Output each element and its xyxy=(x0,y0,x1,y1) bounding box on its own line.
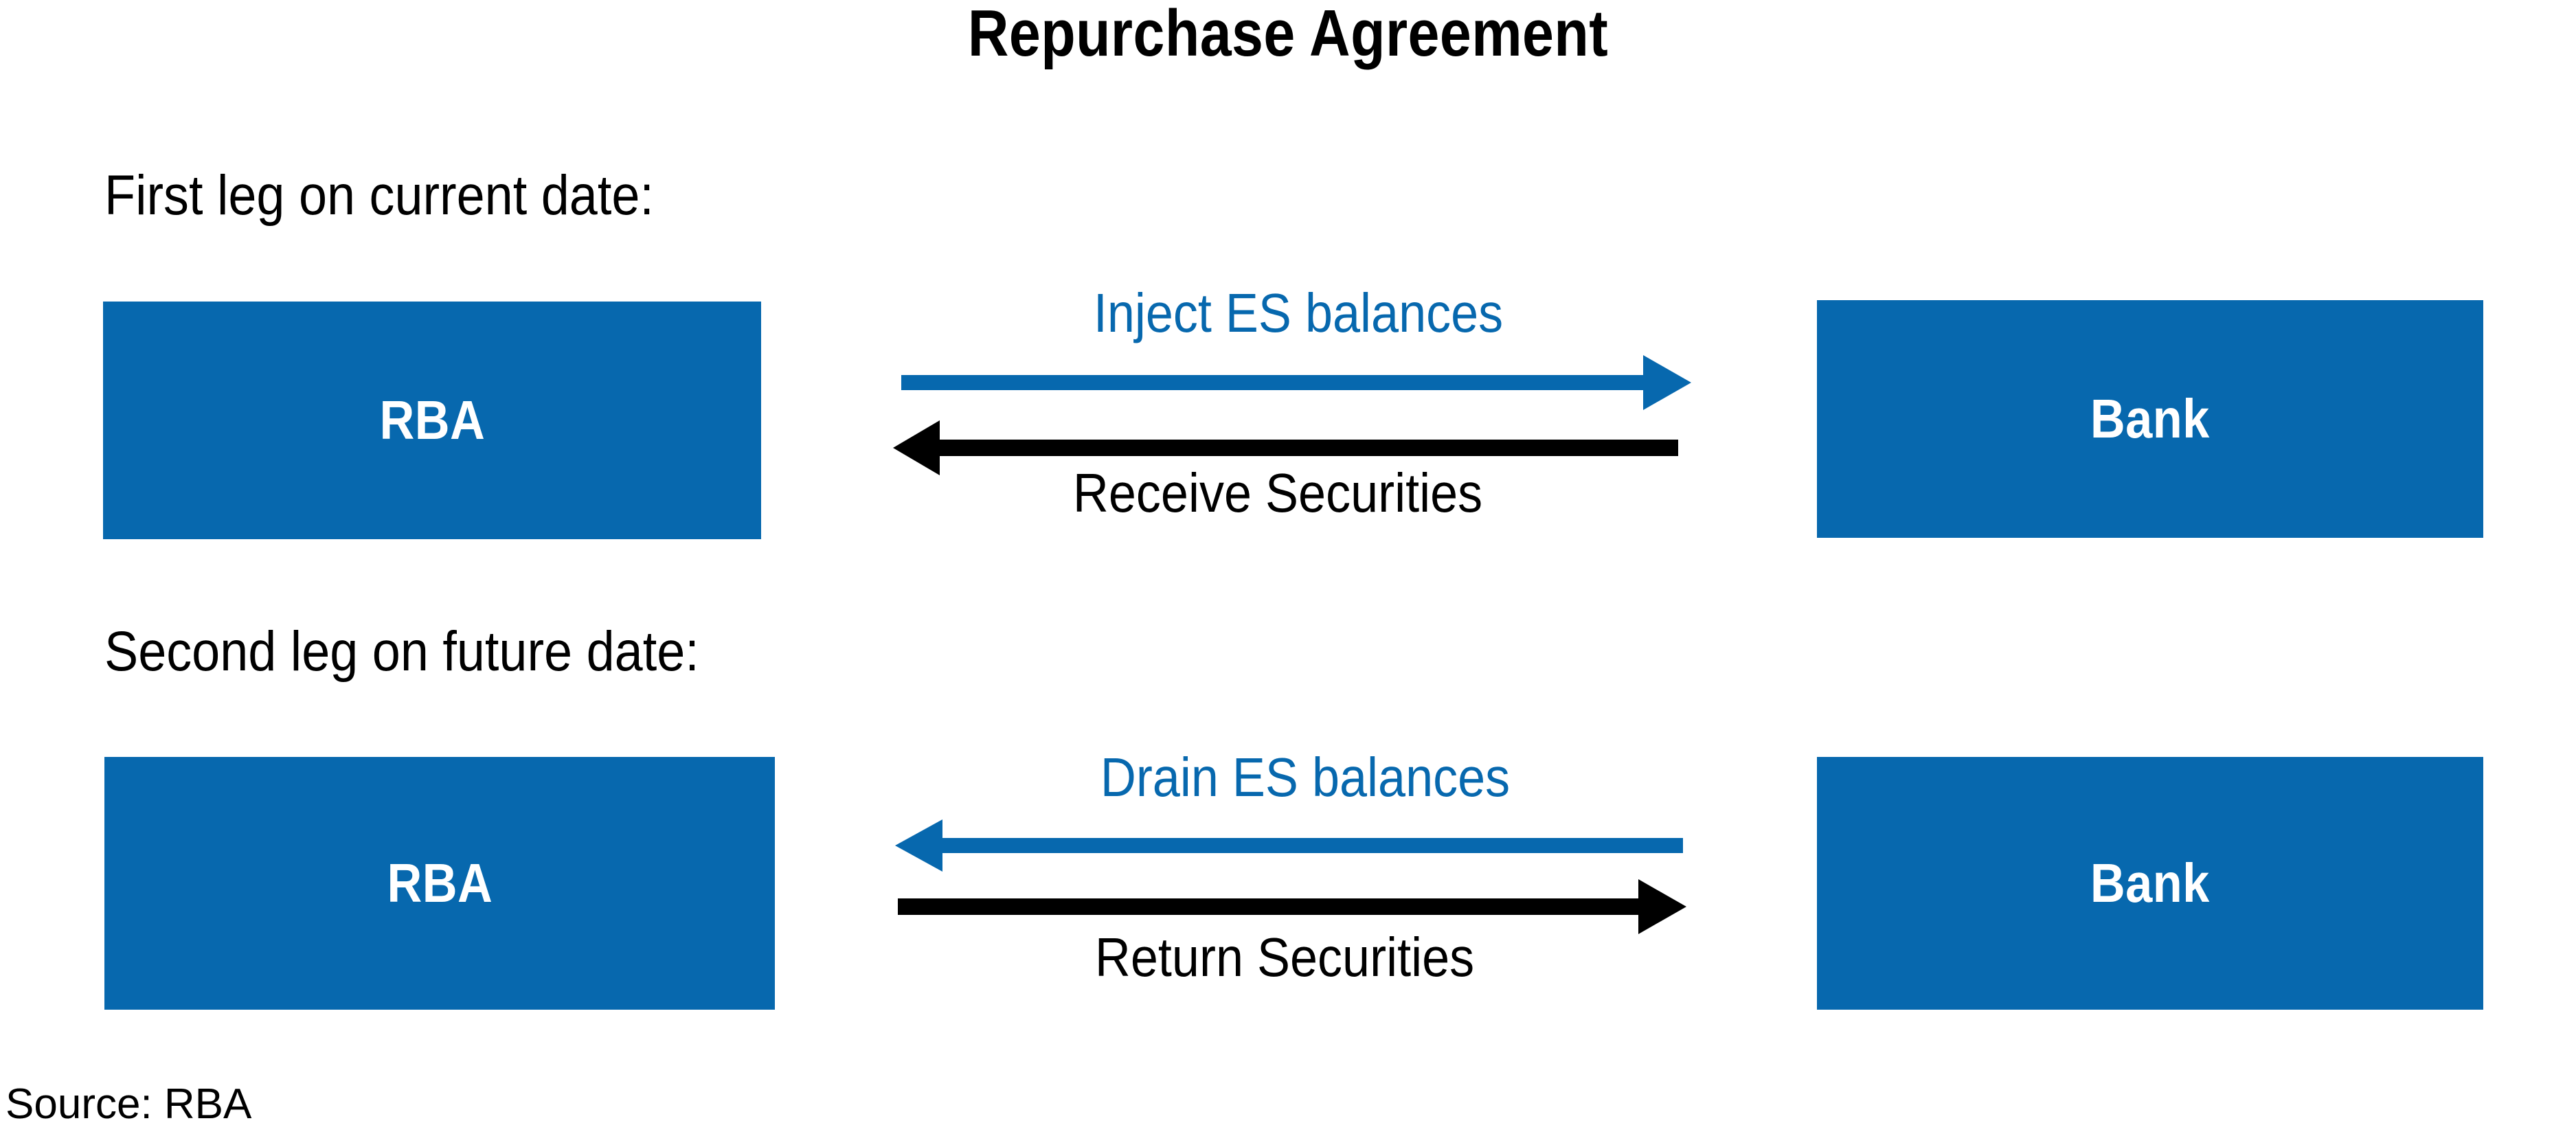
entity-box-rba-second-leg: RBA xyxy=(104,757,775,1010)
entity-box-label: Bank xyxy=(2090,388,2210,449)
entity-box-label: Bank xyxy=(2090,852,2210,914)
flow-arrows-second-leg xyxy=(895,819,1686,934)
entity-box-label: RBA xyxy=(387,852,493,914)
flow-label-drain-es-balances: Drain ES balances xyxy=(1100,747,1511,808)
entity-box-bank-first-leg: Bank xyxy=(1817,300,2483,538)
flow-label-inject-es-balances: Inject ES balances xyxy=(1093,282,1504,343)
section-label-second-leg: Second leg on future date: xyxy=(104,620,699,683)
flow-arrows-first-leg xyxy=(893,355,1691,475)
flow-label-receive-securities: Receive Securities xyxy=(1072,462,1483,523)
flow-label-return-securities: Return Securities xyxy=(1094,927,1475,988)
arrow-right-blue-icon xyxy=(901,355,1691,410)
arrow-left-blue-icon xyxy=(895,819,1683,872)
page-title: Repurchase Agreement xyxy=(967,0,1609,70)
source-note: Source: RBA xyxy=(5,1080,252,1128)
section-label-first-leg: First leg on current date: xyxy=(104,164,654,227)
entity-box-bank-second-leg: Bank xyxy=(1817,757,2483,1010)
arrow-left-black-icon xyxy=(893,420,1678,475)
arrow-right-black-icon xyxy=(898,879,1686,934)
entity-box-rba-first-leg: RBA xyxy=(103,302,761,539)
entity-box-label: RBA xyxy=(379,389,485,451)
